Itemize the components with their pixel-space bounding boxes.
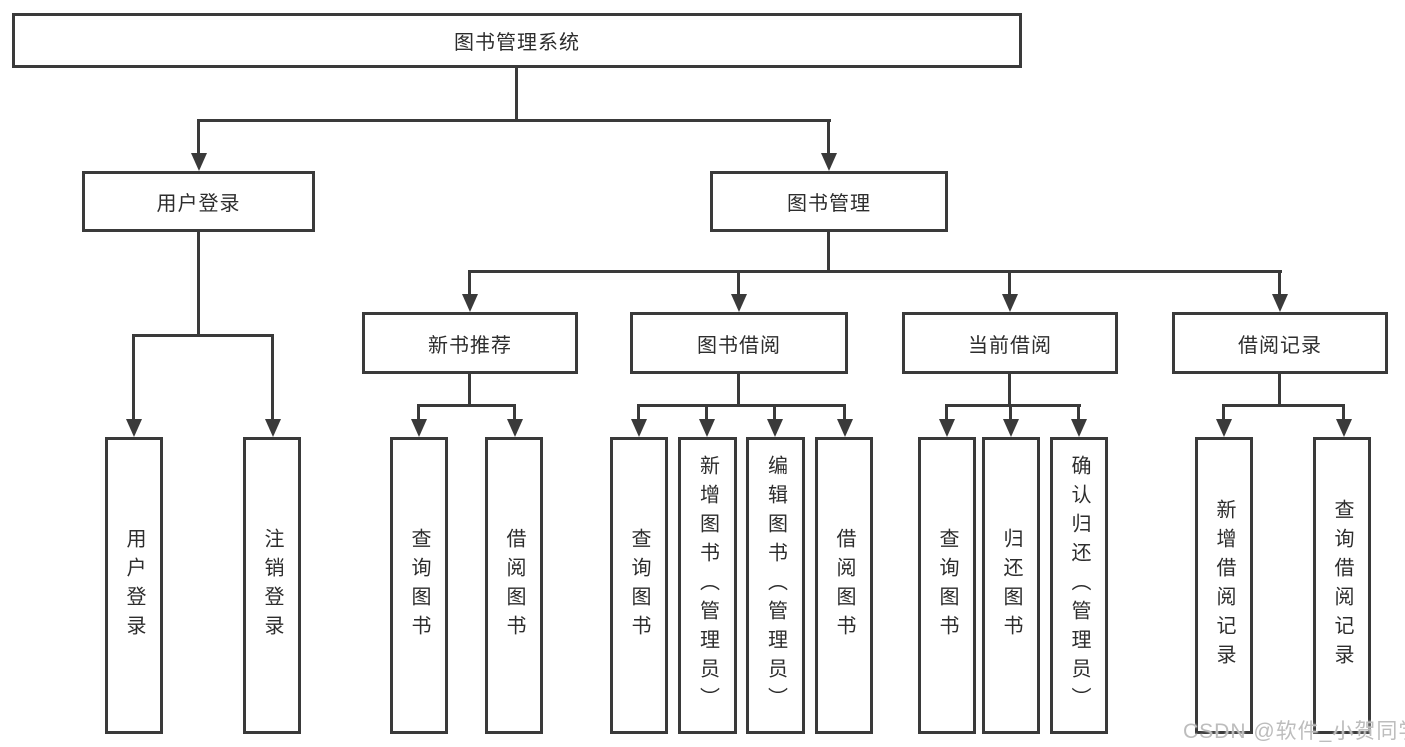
connector-g2-leaf2 — [705, 404, 708, 421]
leaf-logout-label: 注销登录 — [261, 527, 283, 644]
node-new-book-recommend-label: 新书推荐 — [428, 334, 512, 357]
node-new-book-recommend: 新书推荐 — [362, 312, 578, 374]
connector-g2-leaf3 — [773, 404, 776, 421]
node-book-borrow: 图书借阅 — [630, 312, 848, 374]
connector-user-login-drop — [197, 232, 200, 337]
connector-to-book-mgmt — [827, 119, 830, 155]
connector-g2-bus — [637, 404, 846, 407]
leaf-query-borrow-record-label: 查询借阅记录 — [1331, 498, 1353, 673]
leaf-query-books-borrow-label: 查询图书 — [628, 527, 650, 644]
node-current-borrow-label: 当前借阅 — [968, 334, 1052, 357]
arrowhead-icon — [1336, 419, 1352, 437]
connector-g4-leaf2 — [1342, 404, 1345, 421]
connector-to-user-login — [197, 119, 200, 155]
connector-g1-leaf1 — [417, 404, 420, 421]
connector-g3-leaf1 — [945, 404, 948, 421]
leaf-query-books-recommend: 查询图书 — [390, 437, 448, 734]
connector-g1-drop — [468, 374, 471, 407]
leaf-query-borrow-record: 查询借阅记录 — [1313, 437, 1371, 734]
arrowhead-icon — [821, 153, 837, 171]
node-user-login-label: 用户登录 — [156, 193, 241, 215]
node-borrow-records: 借阅记录 — [1172, 312, 1388, 374]
leaf-borrow-books-label: 借阅图书 — [833, 527, 855, 644]
leaf-user-login: 用户登录 — [105, 437, 163, 734]
arrowhead-icon — [126, 419, 142, 437]
connector-g2-drop — [737, 374, 740, 407]
arrowhead-icon — [631, 419, 647, 437]
leaf-add-borrow-record: 新增借阅记录 — [1195, 437, 1253, 734]
leaf-add-books-admin: 新增图书（管理员） — [678, 437, 737, 734]
leaf-confirm-return-admin-label: 确认归还（管理员） — [1068, 455, 1090, 716]
arrowhead-icon — [1272, 294, 1288, 312]
node-root-label: 图书管理系统 — [454, 32, 580, 54]
arrowhead-icon — [265, 419, 281, 437]
arrowhead-icon — [507, 419, 523, 437]
arrowhead-icon — [1003, 419, 1019, 437]
arrowhead-icon — [462, 294, 478, 312]
leaf-confirm-return-admin: 确认归还（管理员） — [1050, 437, 1108, 734]
node-book-mgmt-label: 图书管理 — [787, 193, 871, 215]
arrowhead-icon — [191, 153, 207, 171]
connector-to-new-book — [468, 270, 471, 296]
leaf-add-borrow-record-label: 新增借阅记录 — [1213, 498, 1235, 673]
connector-book-mgmt-drop — [827, 232, 830, 273]
node-borrow-records-label: 借阅记录 — [1238, 334, 1322, 357]
connector-level2-bus — [197, 119, 831, 122]
connector-g4-leaf1 — [1222, 404, 1225, 421]
leaf-borrow-books-recommend-label: 借阅图书 — [503, 527, 525, 644]
connector-g4-bus — [1222, 404, 1344, 407]
connector-root-drop — [515, 68, 518, 121]
connector-g2-leaf4 — [843, 404, 846, 421]
leaf-add-books-admin-label: 新增图书（管理员） — [696, 455, 719, 716]
leaf-user-login-label: 用户登录 — [123, 527, 145, 644]
connector-to-book-borrow — [737, 270, 740, 296]
arrowhead-icon — [731, 294, 747, 312]
arrowhead-icon — [939, 419, 955, 437]
connector-g3-leaf3 — [1077, 404, 1080, 421]
leaf-query-books-recommend-label: 查询图书 — [408, 527, 430, 644]
leaf-borrow-books-recommend: 借阅图书 — [485, 437, 543, 734]
arrowhead-icon — [1216, 419, 1232, 437]
node-root: 图书管理系统 — [12, 13, 1022, 68]
node-user-login: 用户登录 — [82, 171, 315, 232]
node-book-borrow-label: 图书借阅 — [697, 334, 781, 357]
csdn-watermark: CSDN @软件_小贺同学 — [1183, 720, 1405, 743]
connector-g3-leaf2 — [1009, 404, 1012, 421]
node-book-mgmt: 图书管理 — [710, 171, 948, 232]
leaf-return-books-label: 归还图书 — [1000, 527, 1022, 644]
leaf-query-books-current: 查询图书 — [918, 437, 976, 734]
connector-g2-leaf1 — [637, 404, 640, 421]
connector-to-leaf-logout — [271, 334, 274, 421]
connector-user-login-bus — [132, 334, 274, 337]
connector-g1-bus — [417, 404, 516, 407]
connector-g3-bus — [945, 404, 1081, 407]
leaf-return-books: 归还图书 — [982, 437, 1040, 734]
connector-g3-drop — [1008, 374, 1011, 407]
arrowhead-icon — [699, 419, 715, 437]
leaf-edit-books-admin-label: 编辑图书（管理员） — [764, 455, 787, 716]
leaf-borrow-books: 借阅图书 — [815, 437, 873, 734]
connector-to-current-borrow — [1008, 270, 1011, 296]
leaf-logout: 注销登录 — [243, 437, 301, 734]
leaf-edit-books-admin: 编辑图书（管理员） — [746, 437, 805, 734]
leaf-query-books-current-label: 查询图书 — [936, 527, 958, 644]
arrowhead-icon — [767, 419, 783, 437]
node-current-borrow: 当前借阅 — [902, 312, 1118, 374]
leaf-query-books-borrow: 查询图书 — [610, 437, 668, 734]
arrowhead-icon — [837, 419, 853, 437]
connector-to-borrow-records — [1278, 270, 1281, 296]
arrowhead-icon — [1002, 294, 1018, 312]
connector-level3-bus — [468, 270, 1282, 273]
connector-g4-drop — [1278, 374, 1281, 407]
connector-g1-leaf2 — [513, 404, 516, 421]
arrowhead-icon — [411, 419, 427, 437]
arrowhead-icon — [1071, 419, 1087, 437]
connector-to-leaf-user-login — [132, 334, 135, 421]
